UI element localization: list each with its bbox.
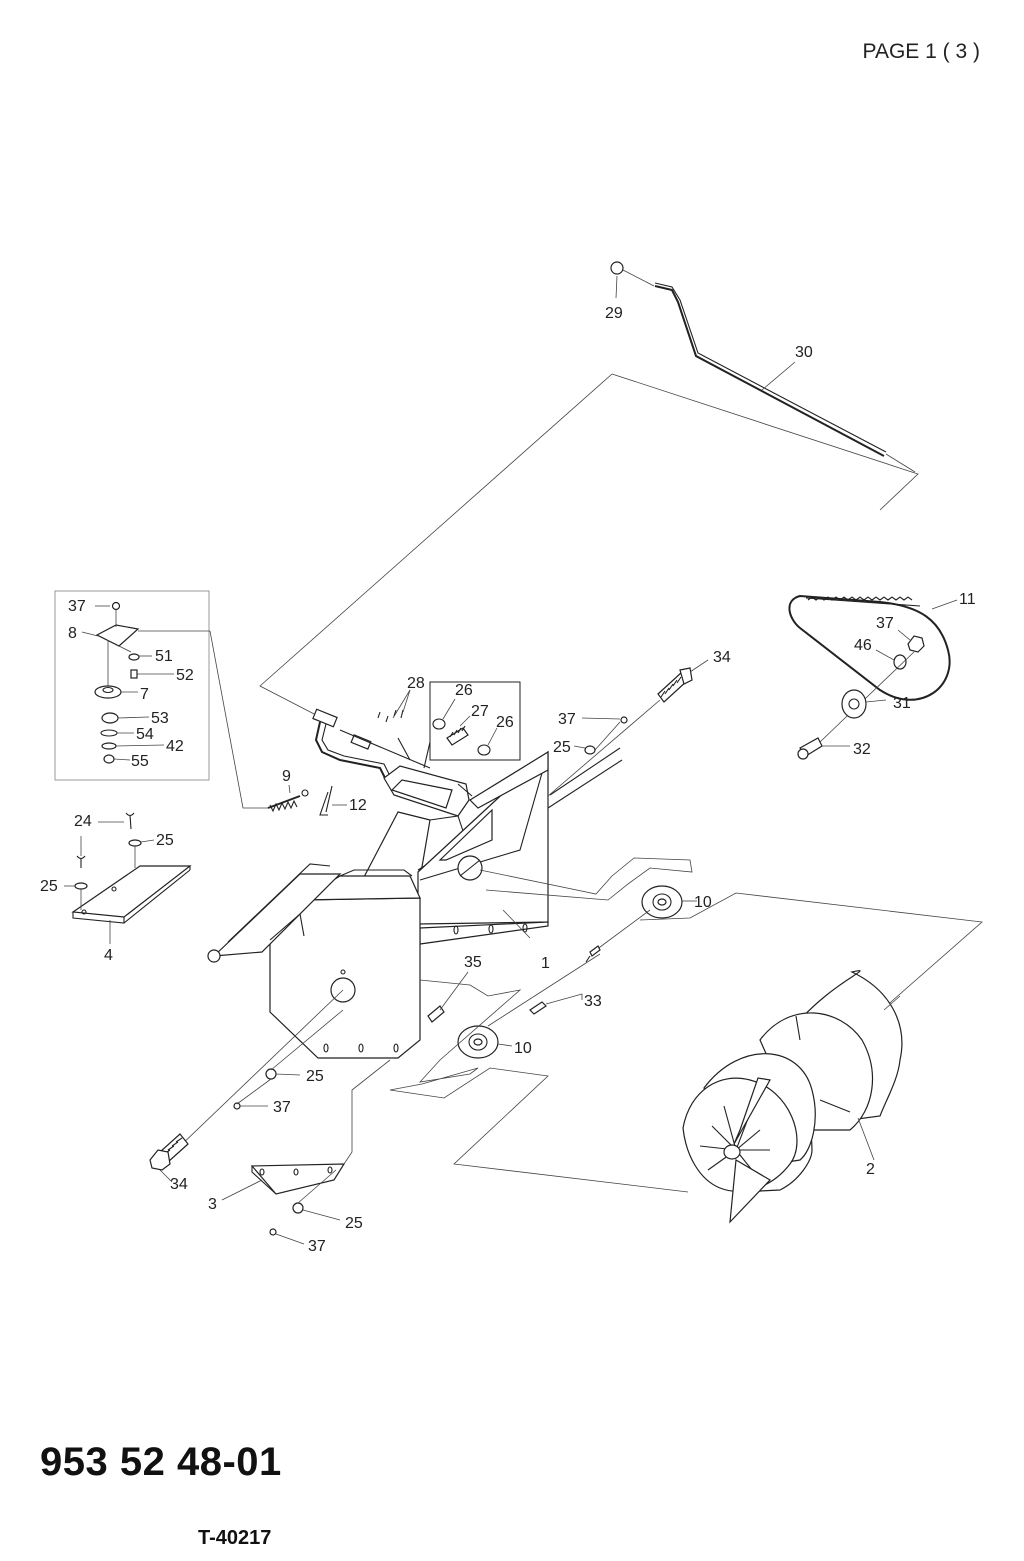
- bearing-lower-part-10: [389, 953, 689, 1193]
- callout-25-scraper: 25: [345, 1215, 363, 1232]
- callout-29: 29: [605, 305, 623, 322]
- detail-inset-box: [54, 590, 210, 781]
- callout-55: 55: [131, 753, 149, 770]
- callout-labels: 29 30 11 37 46 31 32 34 37 25 37 8 51 52…: [40, 305, 976, 1255]
- callout-32: 32: [853, 741, 871, 758]
- drawing-number: T-40217: [198, 1527, 272, 1549]
- page-label: PAGE 1 ( 3 ): [862, 40, 980, 63]
- bracket-part-8: [95, 624, 140, 647]
- plate-part-4: [71, 865, 192, 918]
- callout-1: 1: [541, 955, 550, 972]
- pin-part-12: [319, 785, 333, 816]
- callout-52: 52: [176, 667, 194, 684]
- control-rod-assembly: [610, 261, 916, 473]
- knob-part-29: [610, 261, 624, 275]
- callout-51: 51: [155, 648, 173, 665]
- part-number: 953 52 48-01: [40, 1440, 282, 1484]
- callout-37-inset: 37: [68, 598, 86, 615]
- belt-part-11: [788, 594, 951, 701]
- bolt-upper-part-34: [547, 659, 709, 797]
- callout-9: 9: [282, 768, 291, 785]
- housing-part-1: [207, 747, 693, 1059]
- callout-24: 24: [74, 813, 92, 830]
- callout-42: 42: [166, 738, 184, 755]
- rod-part-30: [654, 285, 885, 457]
- callout-54: 54: [136, 726, 154, 743]
- wing-bolt-part-24: [125, 812, 135, 830]
- spring-part-27: [446, 727, 469, 746]
- pulley-part-31: [841, 689, 867, 719]
- callout-34-lower: 34: [170, 1176, 188, 1193]
- callout-37-upper: 37: [558, 711, 576, 728]
- callout-3: 3: [208, 1196, 217, 1213]
- callout-8: 8: [68, 625, 77, 642]
- callout-25-plate: 25: [156, 832, 174, 849]
- bearing-upper-part-10: [585, 885, 983, 1009]
- callout-46: 46: [854, 637, 872, 654]
- gear-housing-detail: [81, 601, 174, 764]
- callout-12: 12: [349, 797, 367, 814]
- callout-25-upper: 25: [553, 739, 571, 756]
- belt-drive-assembly: [788, 594, 958, 760]
- scraper-part-3: [221, 1059, 391, 1245]
- callout-30: 30: [795, 344, 813, 361]
- callout-35: 35: [464, 954, 482, 971]
- callout-26-right: 26: [496, 714, 514, 731]
- mount-plate-assembly: [64, 812, 192, 944]
- callout-53: 53: [151, 710, 169, 727]
- callout-25-lower: 25: [306, 1068, 324, 1085]
- callout-7: 7: [140, 686, 149, 703]
- callout-2: 2: [866, 1161, 875, 1178]
- spring-and-pin: [267, 784, 347, 816]
- auger-part-2: [682, 970, 903, 1224]
- callout-4: 4: [104, 947, 113, 964]
- callout-33: 33: [584, 993, 602, 1010]
- callout-31: 31: [893, 695, 911, 712]
- callout-37-lower: 37: [273, 1099, 291, 1116]
- callout-37-scraper: 37: [308, 1238, 326, 1255]
- lower-fasteners: [149, 989, 344, 1183]
- spring-part-9: [267, 795, 301, 809]
- callout-10-upper: 10: [694, 894, 712, 911]
- callout-11: 11: [959, 591, 976, 608]
- callout-25-plate-left: 25: [40, 878, 58, 895]
- callout-27: 27: [471, 703, 489, 720]
- callout-28: 28: [407, 675, 425, 692]
- callout-37-belt: 37: [876, 615, 894, 632]
- callout-26-left: 26: [455, 682, 473, 699]
- callout-34-upper: 34: [713, 649, 731, 666]
- callout-10-lower: 10: [514, 1040, 532, 1057]
